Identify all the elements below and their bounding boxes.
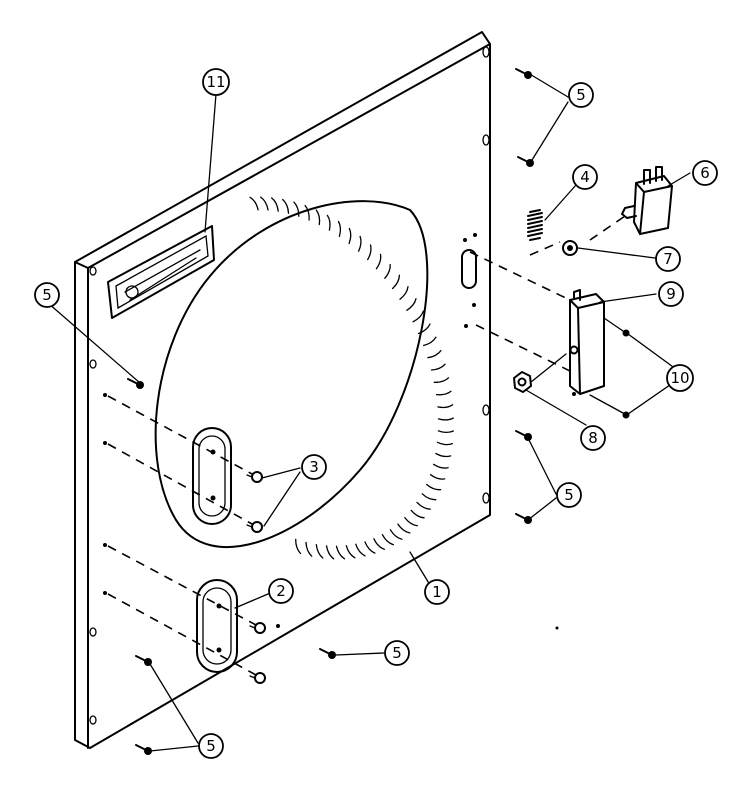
fan-fin <box>345 545 356 559</box>
fan-fin <box>357 235 362 252</box>
fan-fin <box>435 452 452 458</box>
fan-fin <box>337 220 342 238</box>
callout-1: 1 <box>424 579 450 605</box>
callout-label: 10 <box>670 369 689 387</box>
hex-nut <box>513 353 567 393</box>
fan-fin <box>326 214 331 231</box>
callout-label: 11 <box>206 73 225 91</box>
fan-fin <box>437 430 454 434</box>
fan-fin <box>432 463 449 469</box>
lower-oval-plate <box>196 579 238 673</box>
callout-6: 6 <box>692 160 718 186</box>
fan-fin <box>375 253 382 270</box>
leader-lines <box>47 72 691 752</box>
callout-3: 3 <box>301 454 327 480</box>
callout-5-top-right: 5 <box>568 82 594 108</box>
fan-fin <box>364 541 376 554</box>
callout-label: 6 <box>700 164 710 182</box>
fan-fin <box>410 509 425 519</box>
fan-fin <box>406 298 417 311</box>
fan-fin <box>412 310 425 323</box>
callout-5-bottom-left: 5 <box>198 733 224 759</box>
fan-fin <box>305 541 313 557</box>
fan-fin <box>304 204 310 221</box>
fan-fin <box>429 474 446 480</box>
nameplate <box>107 225 215 319</box>
callout-5-bottom-right: 5 <box>556 482 582 508</box>
fan-fin <box>381 534 395 546</box>
fan-fin <box>389 529 403 540</box>
fan-fin <box>404 516 418 527</box>
small-screws <box>246 471 266 684</box>
bracket-screws <box>589 317 630 419</box>
callout-5-left: 5 <box>34 282 60 308</box>
callout-label: 8 <box>588 429 598 447</box>
fan-fin <box>417 323 431 335</box>
callouts: 1 2 3 4 5 5 5 5 5 6 7 8 9 10 11 <box>34 68 718 759</box>
assembly-lines <box>107 213 629 676</box>
callout-8: 8 <box>580 425 606 451</box>
panel <box>74 31 491 749</box>
upper-oval-plate <box>192 427 232 525</box>
fan-fin <box>373 538 386 550</box>
fan-fin <box>293 201 300 217</box>
fan-fin <box>435 390 452 396</box>
callout-label: 5 <box>564 486 574 504</box>
bracket <box>569 289 605 396</box>
mounting-holes <box>89 46 490 725</box>
fan-fin <box>325 545 335 560</box>
fan-fin <box>422 336 437 347</box>
fan-fin <box>427 349 442 359</box>
callout-label: 5 <box>392 644 402 662</box>
callout-label: 9 <box>666 285 676 303</box>
panel-slot <box>461 233 477 328</box>
callout-2: 2 <box>268 578 294 604</box>
fan-fin <box>335 545 346 560</box>
callout-9: 9 <box>658 281 684 307</box>
fan-fin <box>249 196 259 211</box>
callout-label: 1 <box>432 583 442 601</box>
fan-fin <box>436 441 453 446</box>
callout-4: 4 <box>572 164 598 190</box>
spring <box>527 209 543 241</box>
fan-fin <box>426 483 442 491</box>
fan-fin <box>416 501 431 510</box>
fan-fin <box>270 197 279 212</box>
callout-label: 5 <box>576 86 586 104</box>
callout-10: 10 <box>666 364 694 392</box>
fan-fin <box>391 274 401 290</box>
callout-label: 5 <box>42 286 52 304</box>
fan-opening <box>154 196 454 560</box>
callout-7: 7 <box>655 246 681 272</box>
fan-fin <box>348 227 352 245</box>
panel-screws <box>127 68 534 755</box>
callout-label: 2 <box>276 582 286 600</box>
callout-5-bottom-center: 5 <box>384 640 410 666</box>
fan-fin <box>282 198 290 214</box>
fan-fin <box>315 209 321 226</box>
callout-label: 3 <box>309 458 319 476</box>
fan-fin <box>437 417 454 421</box>
fan-fin <box>315 543 324 559</box>
stray-dot <box>555 626 559 630</box>
fan-fin <box>384 263 391 279</box>
fan-fin <box>367 244 372 261</box>
fan-fin <box>260 196 269 211</box>
callout-label: 7 <box>663 250 673 268</box>
callout-label: 5 <box>206 737 216 755</box>
callout-label: 4 <box>580 168 590 186</box>
callout-11: 11 <box>202 68 230 96</box>
fan-fin <box>295 538 302 555</box>
fan-fin <box>430 363 446 371</box>
fan-fin <box>437 404 454 409</box>
fan-fin <box>397 523 411 534</box>
fan-fin <box>433 377 450 383</box>
switch <box>621 166 673 235</box>
washer <box>562 240 578 256</box>
fan-fin <box>421 493 437 501</box>
fan-fin <box>355 543 366 557</box>
fan-fin <box>399 286 409 300</box>
